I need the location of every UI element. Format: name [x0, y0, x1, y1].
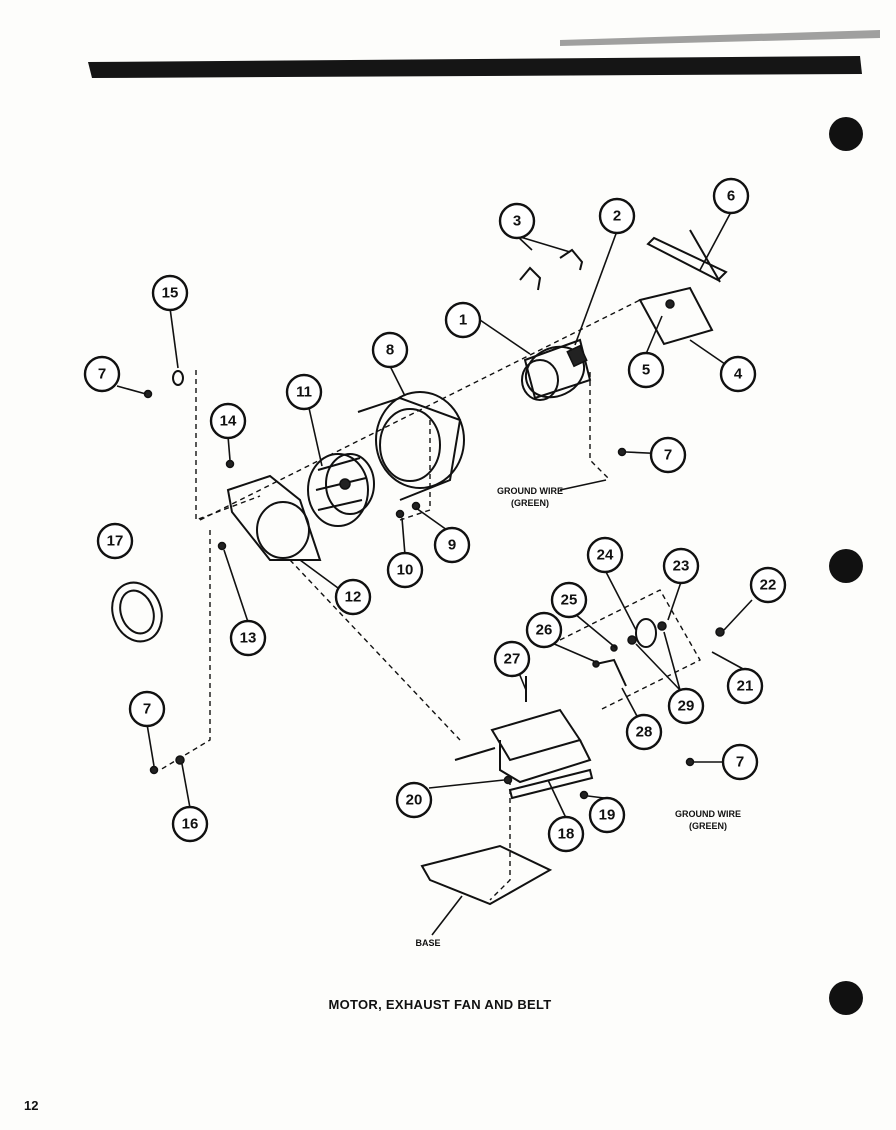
callout-24: 24: [586, 536, 624, 574]
belt-part: [646, 229, 728, 283]
ground-wire-label-lower: GROUND WIRE: [675, 809, 741, 819]
callout-7-lower-left: 7: [128, 690, 166, 728]
punch-hole-bottom: [829, 981, 863, 1015]
dashed-guide-housing: [399, 420, 431, 521]
motor-part: [521, 338, 592, 401]
svg-text:21: 21: [737, 678, 754, 695]
svg-text:18: 18: [558, 826, 575, 843]
bracket-part: [638, 286, 714, 346]
callout-26: 26: [525, 611, 563, 649]
top-border-bar: [88, 56, 862, 78]
callout-12: 12: [334, 578, 372, 616]
callout-22: 22: [749, 566, 787, 604]
svg-text:3: 3: [513, 213, 521, 230]
svg-text:25: 25: [561, 592, 578, 609]
svg-text:22: 22: [760, 577, 777, 594]
svg-text:4: 4: [734, 366, 743, 383]
ground-wire-color-upper: (GREEN): [511, 498, 549, 508]
callout-16: 16: [171, 805, 209, 843]
svg-text:29: 29: [678, 698, 695, 715]
base-part: [420, 844, 553, 906]
callout-1: 1: [444, 301, 482, 339]
leader-lines: [116, 211, 753, 819]
callout-23: 23: [662, 547, 700, 585]
callout-7-upper-left: 7: [83, 355, 121, 393]
callout-7-ground-lower: 7: [721, 743, 759, 781]
fan-wheel-part: [307, 453, 375, 527]
callout-6: 6: [712, 177, 750, 215]
callout-28: 28: [625, 713, 663, 751]
callout-8: 8: [371, 331, 409, 369]
fan-housing-part: [357, 391, 465, 501]
callout-20: 20: [395, 781, 433, 819]
callout-3: 3: [498, 202, 536, 240]
svg-text:5: 5: [642, 362, 650, 379]
callout-21: 21: [726, 667, 764, 705]
svg-text:8: 8: [386, 342, 394, 359]
svg-text:16: 16: [182, 816, 199, 833]
ground-wire-label-upper: GROUND WIRE: [497, 486, 563, 496]
callout-29: 29: [667, 687, 705, 725]
svg-text:27: 27: [504, 651, 521, 668]
clips-part: [519, 248, 584, 291]
front-plate-part: [226, 474, 322, 561]
callout-13: 13: [229, 619, 267, 657]
pulley-assembly-part: [525, 589, 725, 711]
svg-text:14: 14: [220, 413, 237, 430]
top-border-edge: [560, 30, 880, 46]
dashed-guide-ground-upper: [589, 372, 611, 481]
svg-text:2: 2: [613, 208, 621, 225]
svg-text:9: 9: [448, 537, 456, 554]
svg-text:10: 10: [397, 562, 414, 579]
svg-text:1: 1: [459, 312, 467, 329]
svg-text:26: 26: [536, 622, 553, 639]
svg-text:11: 11: [296, 384, 312, 401]
callout-10: 10: [386, 551, 424, 589]
punch-hole-middle: [829, 549, 863, 583]
callout-4: 4: [719, 355, 757, 393]
svg-text:7: 7: [143, 701, 151, 718]
callout-18: 18: [547, 815, 585, 853]
callout-19: 19: [588, 796, 626, 834]
diagram-title: MOTOR, EXHAUST FAN AND BELT: [328, 997, 551, 1012]
dashed-guide-diagonal: [289, 559, 461, 741]
svg-text:7: 7: [736, 754, 744, 771]
callout-14: 14: [209, 402, 247, 440]
callout-15: 15: [151, 274, 189, 312]
callout-17: 17: [96, 522, 134, 560]
svg-text:13: 13: [240, 630, 257, 647]
dashed-guide-left-top: [195, 370, 261, 522]
fasteners: [143, 370, 695, 800]
svg-text:6: 6: [727, 188, 735, 205]
idler-bracket-part: [454, 708, 594, 800]
callout-7-ground-upper: 7: [649, 436, 687, 474]
svg-text:12: 12: [345, 589, 362, 606]
ring-part: [111, 581, 163, 643]
callout-5: 5: [627, 351, 665, 389]
callout-25: 25: [550, 581, 588, 619]
base-leader: [431, 895, 463, 936]
svg-text:7: 7: [98, 366, 106, 383]
callout-27: 27: [493, 640, 531, 678]
svg-text:24: 24: [597, 547, 614, 564]
base-label: BASE: [415, 938, 440, 948]
svg-text:19: 19: [599, 807, 616, 824]
svg-text:20: 20: [406, 792, 423, 809]
svg-text:28: 28: [636, 724, 653, 741]
callout-2: 2: [598, 197, 636, 235]
callout-9: 9: [433, 526, 471, 564]
callout-11: 11: [285, 373, 323, 411]
svg-text:7: 7: [664, 447, 672, 464]
svg-text:23: 23: [673, 558, 690, 575]
svg-text:17: 17: [107, 533, 124, 550]
punch-hole-top: [829, 117, 863, 151]
ground-wire-color-lower: (GREEN): [689, 821, 727, 831]
svg-text:15: 15: [162, 285, 179, 302]
dashed-guide-base: [489, 780, 511, 901]
dashed-guide-left-mid: [159, 530, 211, 771]
page-number: 12: [24, 1098, 38, 1113]
